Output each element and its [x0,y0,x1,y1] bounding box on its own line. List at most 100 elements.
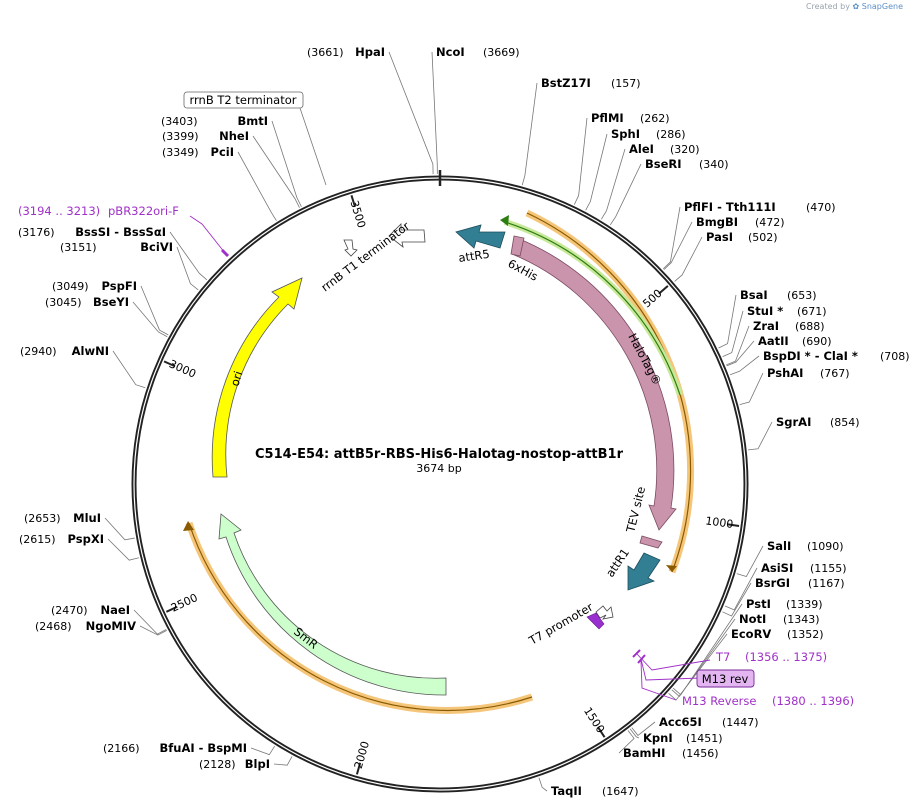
restriction-site[interactable]: PspFI (3049) [52,279,137,293]
orf-arc-smr-line [188,522,533,711]
restriction-site[interactable]: BamHI(1456) [623,746,719,760]
restriction-site[interactable]: SalI(1090) [767,539,844,553]
restriction-site-position: (1167) [808,577,845,590]
restriction-site[interactable]: NotI(1343) [739,612,820,626]
site-leader-line [668,633,728,701]
restriction-site[interactable]: Acc65I(1447) [659,715,759,729]
restriction-site-name: NotI [739,612,766,626]
site-leader-line [250,745,275,756]
restriction-site[interactable]: BmtI(3403) [161,114,268,128]
restriction-site-name: TaqII [551,784,582,798]
position-tick [350,194,356,208]
restriction-site[interactable]: BsrGI(1167) [755,576,845,590]
restriction-site[interactable]: NcoI(3669) [436,45,520,59]
site-leader-line [112,350,146,389]
restriction-site[interactable]: BciVI(3151) [60,240,173,254]
restriction-site[interactable]: SphI(286) [611,127,686,141]
site-leader-line [521,82,538,186]
restriction-site[interactable]: StuI *(671) [747,304,827,318]
restriction-site-name: SalI [767,539,791,553]
restriction-site-name: SgrAI [776,415,811,429]
restriction-site[interactable]: PflFI - Tth111I(470) [684,200,836,214]
restriction-site[interactable]: KpnI(1451) [643,731,723,745]
restriction-site[interactable]: HpaI(3661) [307,45,385,59]
restriction-site[interactable]: BmgBI(472) [696,215,785,229]
tev-site-feature[interactable] [639,535,663,549]
restriction-site[interactable]: BseYI(3045) [45,295,129,309]
restriction-site[interactable]: AleI(320) [629,142,700,156]
t7-promoter-label: T7 promoter [526,600,596,648]
site-leader-line [718,294,737,349]
restriction-site-name: BamHI [623,746,665,760]
restriction-site-name: NcoI [436,45,465,59]
restriction-site-position: (3349) [162,146,199,159]
restriction-site[interactable]: BsaI(653) [740,288,817,302]
site-leader-line [609,163,642,226]
restriction-site-name: BmtI [237,114,268,128]
restriction-site[interactable]: MluI(2653) [24,511,101,525]
position-tick [163,360,176,368]
restriction-site[interactable]: AlwNI(2940) [20,344,109,358]
restriction-site[interactable]: NaeI(2470) [51,603,130,617]
position-tick-label: 1000 [705,514,735,531]
restriction-site-name: NaeI [101,603,130,617]
restriction-site[interactable]: SgrAI(854) [776,415,860,429]
t7-primer-label[interactable]: T7 [715,650,730,664]
site-leader-line [431,51,438,175]
restriction-site-name: EcoRV [731,627,771,641]
site-leader-line [629,728,640,739]
restriction-site-position: (320) [670,143,700,156]
orf-arc-green-line [504,221,681,396]
restriction-site[interactable]: BseRI(340) [645,157,729,171]
restriction-site-position: (286) [656,128,686,141]
restriction-site[interactable]: PasI(502) [706,230,778,244]
restriction-site-position: (671) [797,305,827,318]
restriction-site[interactable]: BspDI * - ClaI *(708) [763,349,909,363]
watermark-prefix: Created by [805,2,850,11]
restriction-site[interactable]: TaqII(1647) [551,784,639,798]
restriction-site-position: (1447) [722,716,759,729]
restriction-site[interactable]: AatII(690) [758,334,832,348]
halotag-feature[interactable] [511,237,677,531]
restriction-site-position: (1451) [686,732,723,745]
restriction-site[interactable]: BlpI(2128) [199,757,270,771]
restriction-site-name: BmgBI [696,215,738,229]
restriction-site-position: (3049) [52,280,89,293]
attr5-feature[interactable] [455,224,506,249]
m13reverse-primer-label[interactable]: M13 Reverse [682,694,756,708]
his6-feature[interactable] [510,235,525,257]
restriction-site[interactable]: BssSI - BssSαI(3176) [18,225,166,239]
restriction-site[interactable]: BstZ17I(157) [541,76,641,90]
site-leader-line [631,721,656,736]
m13rev-primer-labelbox[interactable]: M13 rev [696,669,755,688]
attr5-label: attR5 [457,247,490,265]
restriction-site[interactable]: PspXI(2615) [19,532,104,546]
site-leader-line [252,135,300,208]
orf-arrowhead-halotag [666,565,677,572]
restriction-sites: HpaI(3661) NcoI(3669) BstZ17I(157) PflMI(26… [18,45,909,798]
pbr322ori-label[interactable]: pBR322ori-F [108,204,179,218]
t7-promoter-feature[interactable] [595,605,614,620]
rrnb-t2-terminator-feature[interactable] [343,239,358,257]
restriction-site-position: (3176) [18,226,55,239]
restriction-site-name: BstZ17I [541,76,591,90]
site-leader-line [722,310,744,358]
restriction-site[interactable]: NgoMIV(2468) [35,619,136,633]
restriction-site[interactable]: BfuAI - BspMI(2166) [103,741,247,755]
restriction-site[interactable]: ZraI(688) [753,319,825,333]
rrnb-t2-terminator-labelbox[interactable]: rrnB T2 terminator [183,91,304,109]
restriction-site[interactable]: NheI(3399) [162,129,249,143]
position-tick [597,726,606,738]
rrnb-t1-terminator-feature[interactable] [388,223,426,248]
ori-feature[interactable] [211,277,303,478]
restriction-site[interactable]: PshAI(767) [767,366,850,380]
position-tick [165,605,178,613]
restriction-site[interactable]: PstI(1339) [746,597,823,611]
smr-feature[interactable] [218,513,447,696]
restriction-site[interactable]: AsiSI(1155) [761,561,847,575]
restriction-site[interactable]: EcoRV(1352) [731,627,824,641]
restriction-site[interactable]: PflMI(262) [591,111,670,125]
attr1-feature[interactable] [627,552,661,591]
restriction-site[interactable]: PciI(3349) [162,145,234,159]
restriction-site-name: PspFI [102,279,137,293]
